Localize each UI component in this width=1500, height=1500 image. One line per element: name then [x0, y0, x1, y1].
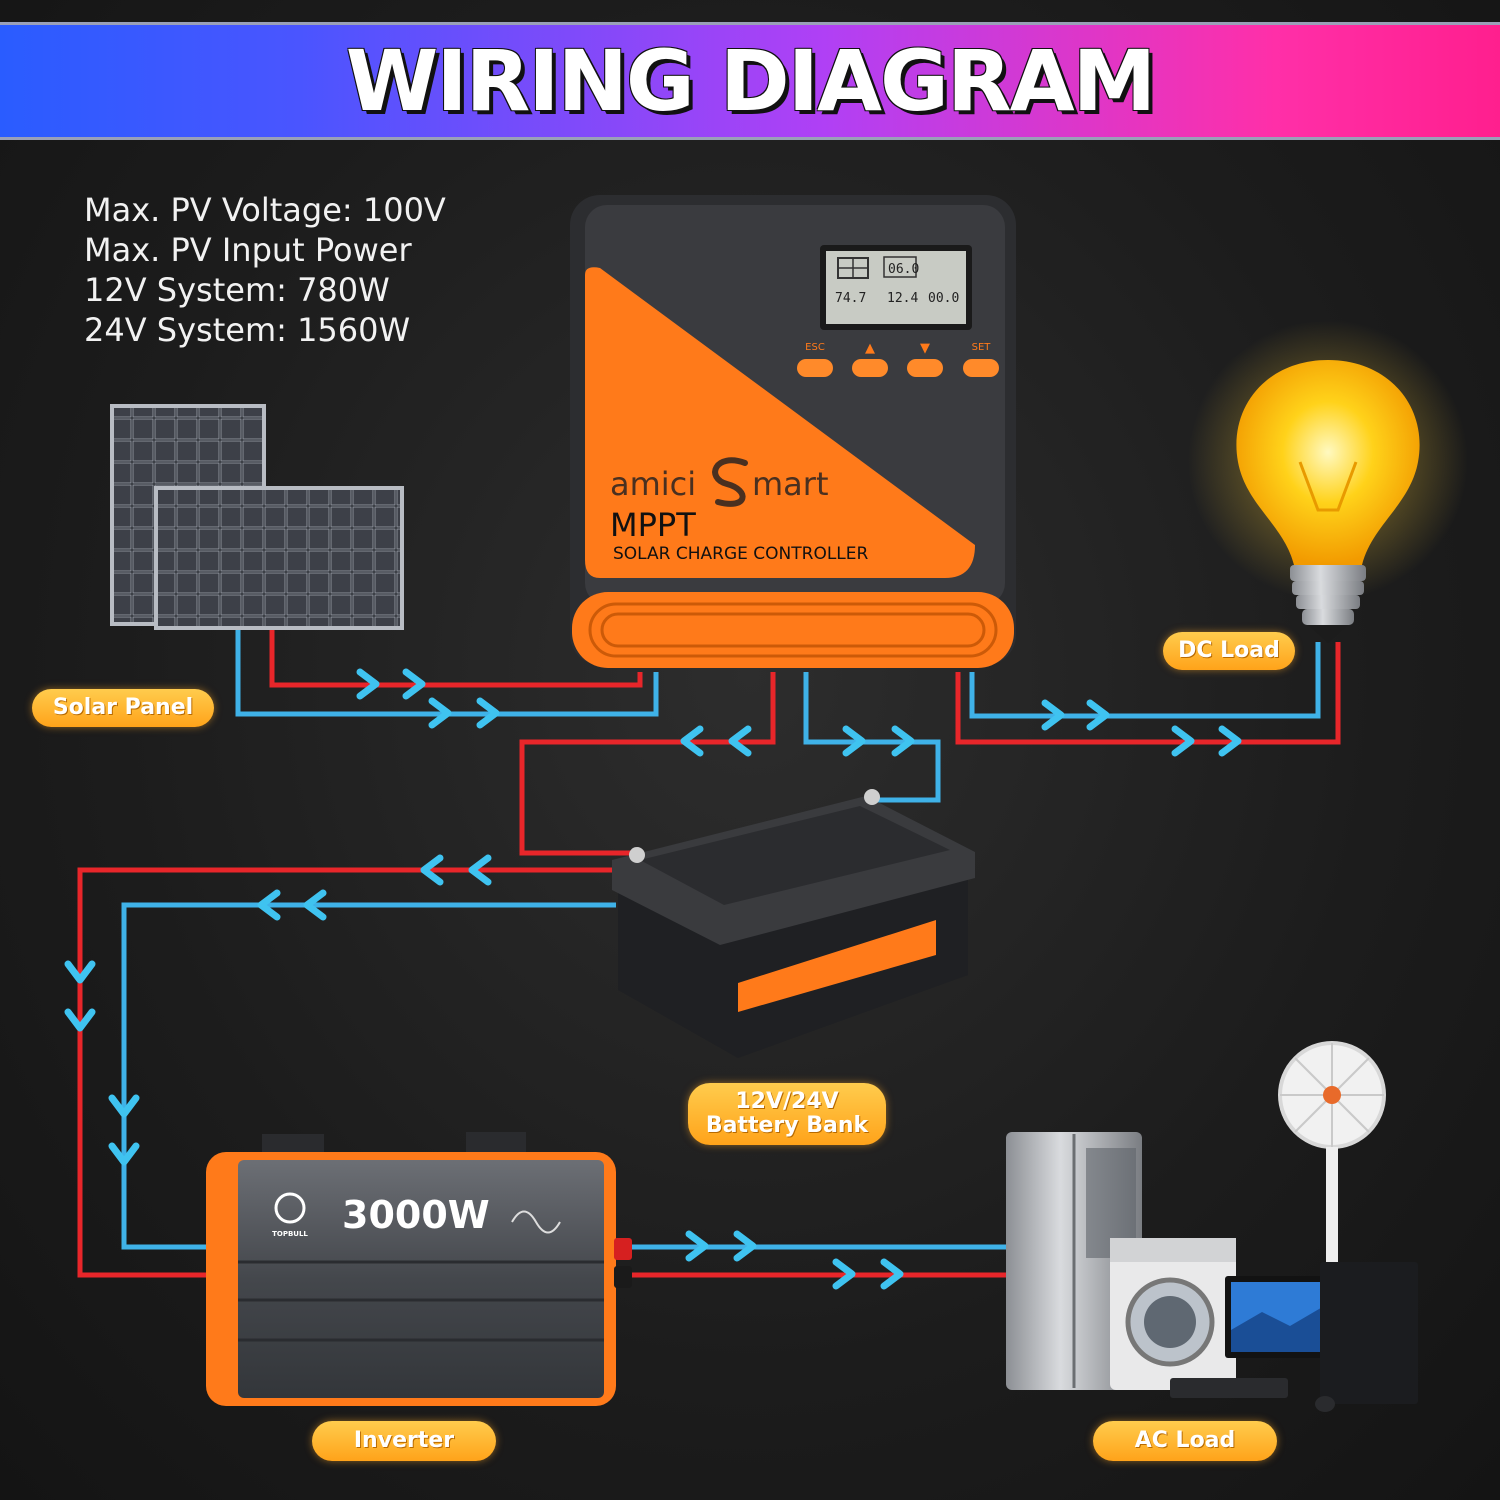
battery	[612, 789, 975, 1058]
btn-up-label: ▲	[865, 341, 875, 356]
dcload-positive-wire	[955, 642, 1341, 745]
spec-line: Max. PV Voltage: 100V	[84, 191, 446, 229]
lcd-top-value: 06.0	[888, 262, 919, 277]
solar-panel-label: Solar Panel	[32, 689, 214, 727]
ac-load-appliances	[1006, 1041, 1418, 1412]
controller-model: MPPT	[610, 506, 696, 544]
arrow-acload-negative	[685, 1230, 757, 1262]
arrow-battery-positive-top	[680, 725, 752, 757]
inverter: TOPBULL 3000W	[206, 1132, 632, 1406]
esc-button[interactable]	[797, 359, 833, 377]
battery-positive-wire-top	[519, 672, 776, 856]
inverter-negative-wire	[121, 902, 616, 1250]
light-bulb-icon	[1188, 320, 1468, 643]
refrigerator-icon	[1006, 1132, 1142, 1390]
btn-down-label: ▼	[920, 341, 930, 356]
inverter-power: 3000W	[342, 1193, 490, 1237]
spec-line: 24V System: 1560W	[84, 311, 411, 349]
controller-brand-right: mart	[752, 465, 828, 503]
controller-subtitle: SOLAR CHARGE CONTROLLER	[613, 544, 869, 564]
battery-label-line2: Battery Bank	[705, 1113, 869, 1138]
set-button[interactable]	[963, 359, 999, 377]
spec-line: 12V System: 780W	[84, 271, 390, 309]
lcd-pv-value: 74.7	[835, 291, 866, 306]
brand-s-logo-icon	[712, 457, 748, 507]
inverter-positive-wire	[77, 867, 616, 1278]
lcd-load-value: 00.0	[928, 291, 959, 306]
dc-load-label: DC Load	[1163, 632, 1295, 670]
dcload-negative-wire	[969, 642, 1321, 719]
arrow-inverter-positive-down	[64, 960, 96, 1032]
btn-esc-label: ESC	[805, 342, 825, 353]
battery-negative-wire-top	[803, 672, 941, 803]
flow-arrows	[64, 668, 1242, 1290]
banner-title: WIRING DIAGRAM	[345, 32, 1157, 130]
wires	[77, 628, 1341, 1278]
arrow-inverter-negative-down	[108, 1094, 140, 1166]
bull-logo-icon	[274, 1192, 306, 1224]
arrow-inverter-positive	[420, 854, 492, 886]
battery-label-line1: 12V/24V	[735, 1089, 839, 1114]
up-button[interactable]	[852, 359, 888, 377]
inverter-label: Inverter	[312, 1421, 496, 1461]
title-banner: WIRING DIAGRAM	[0, 22, 1500, 140]
btn-set-label: SET	[972, 342, 992, 353]
controller-brand-left: amici	[610, 465, 696, 503]
arrow-dcload-negative	[1041, 699, 1110, 731]
lcd-batt-value: 12.4	[887, 291, 918, 306]
sine-wave-icon	[511, 1210, 561, 1234]
spec-line: Max. PV Input Power	[84, 231, 412, 269]
arrow-inverter-negative	[257, 889, 327, 921]
arrow-dcload-positive	[1171, 725, 1242, 757]
solar-panels	[110, 404, 404, 630]
battery-bank-label: 12V/24V Battery Bank	[688, 1083, 886, 1145]
arrow-solar-positive	[356, 668, 426, 700]
washing-machine-icon	[1110, 1238, 1236, 1390]
arrow-solar-negative	[428, 697, 500, 729]
ac-load-label: AC Load	[1093, 1421, 1277, 1461]
fan-icon	[1278, 1041, 1386, 1267]
computer-icon	[1170, 1262, 1418, 1412]
arrow-acload-positive	[832, 1258, 904, 1290]
solar-positive-wire	[269, 628, 643, 688]
specs-block: Max. PV Voltage: 100V Max. PV Input Powe…	[84, 190, 446, 350]
charge-controller: 06.0 74.7 12.4 00.0 ESC ▲ ▼ SET amici ma…	[570, 195, 1016, 668]
inverter-brand: TOPBULL	[272, 1230, 308, 1238]
down-button[interactable]	[907, 359, 943, 377]
arrow-battery-negative-top	[842, 725, 915, 757]
